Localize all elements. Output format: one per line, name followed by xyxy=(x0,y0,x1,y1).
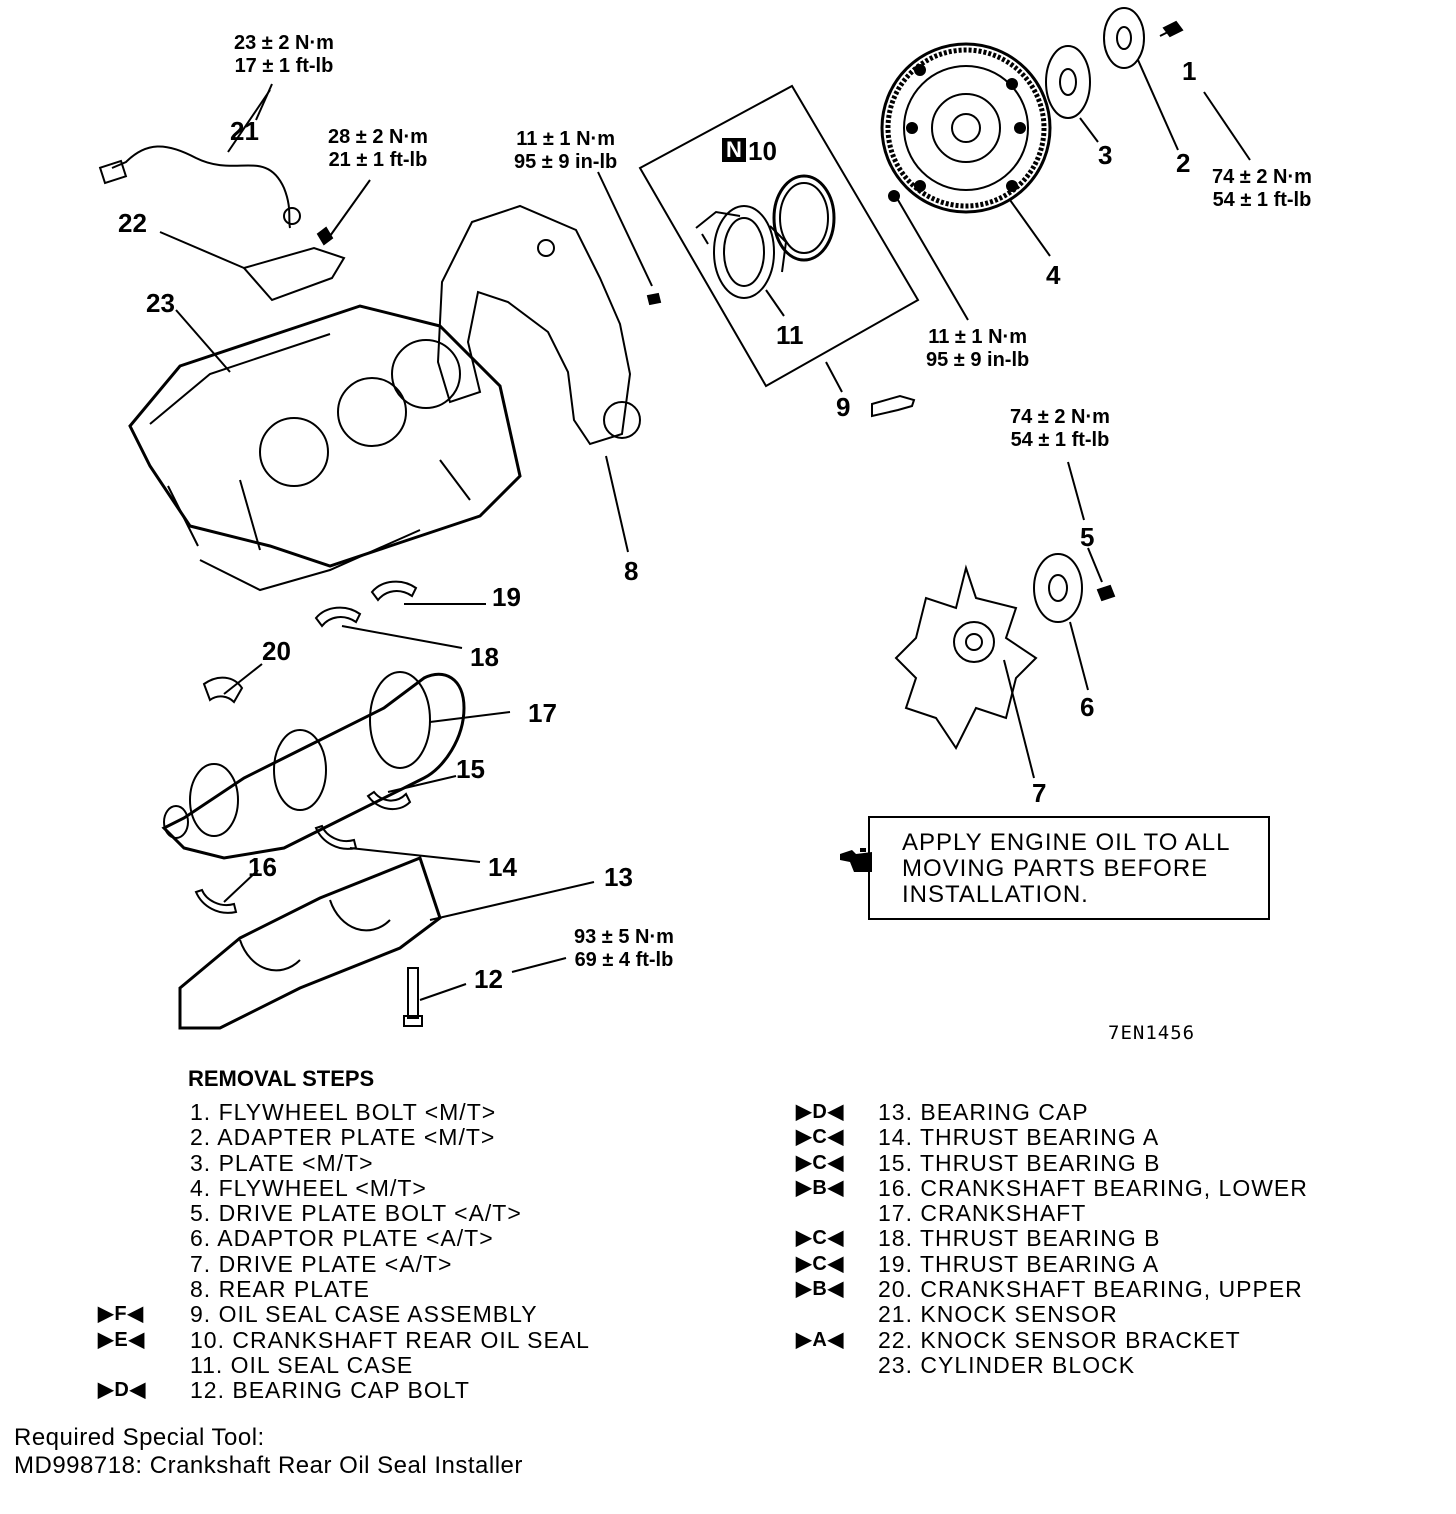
thrust-bearing-b-lower-part xyxy=(366,790,412,811)
callout-3: 3 xyxy=(1098,140,1113,170)
callout-7: 7 xyxy=(1032,778,1047,808)
removal-steps-left: 1. FLYWHEEL BOLT <M/T> 2. ADAPTER PLATE … xyxy=(98,1099,590,1404)
adapter-plate-part xyxy=(1103,7,1145,69)
callout-17: 17 xyxy=(528,698,557,728)
crankshaft-bearing-lower-part xyxy=(194,888,238,914)
step-item: 11. OIL SEAL CASE xyxy=(190,1351,414,1378)
step-item: ▶F◀9. OIL SEAL CASE ASSEMBLY xyxy=(98,1301,538,1328)
figure-code: 7EN1456 xyxy=(1108,1022,1196,1044)
step-item: 17. CRANKSHAFT xyxy=(878,1200,1087,1227)
callout-20: 20 xyxy=(262,636,291,666)
plate-part xyxy=(1045,45,1091,119)
note-box: APPLY ENGINE OIL TO ALL MOVING PARTS BEF… xyxy=(868,816,1270,920)
crankshaft-part xyxy=(161,671,466,860)
step-item: 5. DRIVE PLATE BOLT <A/T> xyxy=(190,1200,522,1227)
callout-5: 5 xyxy=(1080,522,1095,552)
oil-seal-case-assembly-box xyxy=(638,84,920,388)
removal-steps-right: ▶D◀13. BEARING CAP ▶C◀14. THRUST BEARING… xyxy=(796,1099,1308,1378)
oil-can-icon xyxy=(840,848,872,872)
callout-2: 2 xyxy=(1176,148,1191,178)
drive-plate-part xyxy=(894,564,1038,750)
step-item: ▶D◀13. BEARING CAP xyxy=(796,1099,1089,1125)
thrust-bearing-a-upper-part xyxy=(370,580,418,602)
step-item: 8. REAR PLATE xyxy=(190,1276,371,1303)
step-item: ▶B◀20. CRANKSHAFT BEARING, UPPER xyxy=(796,1276,1303,1303)
removal-steps-title: REMOVAL STEPS xyxy=(188,1066,375,1091)
step-item: ▶C◀19. THRUST BEARING A xyxy=(796,1250,1160,1277)
drive-plate-bolt-part xyxy=(1096,584,1116,602)
callout-9: 9 xyxy=(836,392,851,422)
callout-18: 18 xyxy=(470,642,499,672)
sealant-tube-icon xyxy=(871,394,916,418)
special-tool-label: Required Special Tool: xyxy=(14,1424,265,1451)
callout-1: 1 xyxy=(1182,56,1197,86)
step-item: 21. KNOCK SENSOR xyxy=(878,1301,1118,1328)
step-item: ▶D◀12. BEARING CAP BOLT xyxy=(98,1377,470,1404)
callout-19: 19 xyxy=(492,582,521,612)
knock-sensor-part xyxy=(111,145,291,229)
callout-23: 23 xyxy=(146,288,175,318)
callout-22: 22 xyxy=(118,208,147,238)
callout-10: 10 xyxy=(748,136,777,166)
callout-15: 15 xyxy=(456,754,485,784)
flywheel-bolt-part xyxy=(1162,20,1184,38)
crankshaft-rear-oil-seal-part xyxy=(772,174,836,262)
rear-plate-part xyxy=(436,204,632,446)
step-item: 23. CYLINDER BLOCK xyxy=(878,1351,1136,1378)
flywheel-part xyxy=(880,42,1052,214)
callout-13: 13 xyxy=(604,862,633,892)
adaptor-plate-part xyxy=(1033,553,1083,623)
callout-6: 6 xyxy=(1080,692,1095,722)
bearing-cap-bolt-part xyxy=(407,967,419,1019)
step-item: 1. FLYWHEEL BOLT <M/T> xyxy=(190,1099,497,1125)
cylinder-block-part xyxy=(128,304,522,592)
step-item: ▶E◀10. CRANKSHAFT REAR OIL SEAL xyxy=(98,1326,590,1353)
knock-sensor-bracket-part xyxy=(242,246,346,302)
step-item: ▶C◀15. THRUST BEARING B xyxy=(796,1149,1161,1176)
step-item: ▶C◀18. THRUST BEARING B xyxy=(796,1225,1161,1252)
callout-11: 11 xyxy=(776,320,804,350)
new-part-badge: N xyxy=(722,138,746,162)
callout-12: 12 xyxy=(474,964,503,994)
step-item: ▶C◀14. THRUST BEARING A xyxy=(796,1124,1160,1151)
step-item: 6. ADAPTOR PLATE <A/T> xyxy=(190,1225,494,1252)
thrust-bearing-a-lower-part xyxy=(314,824,358,850)
crankshaft-bearing-upper-part xyxy=(202,676,244,704)
thrust-bearing-b-upper-part xyxy=(314,606,362,628)
step-item: 7. DRIVE PLATE <A/T> xyxy=(190,1250,453,1277)
step-item: 2. ADAPTER PLATE <M/T> xyxy=(190,1124,496,1151)
callout-8: 8 xyxy=(624,556,639,586)
callout-16: 16 xyxy=(248,852,277,882)
note-text: APPLY ENGINE OIL TO ALL MOVING PARTS BEF… xyxy=(902,829,1231,908)
oil-seal-case-part xyxy=(695,205,788,299)
step-item: ▶A◀22. KNOCK SENSOR BRACKET xyxy=(796,1326,1241,1353)
callout-14: 14 xyxy=(488,852,517,882)
step-item: ▶B◀16. CRANKSHAFT BEARING, LOWER xyxy=(796,1174,1308,1201)
step-item: 3. PLATE <M/T> xyxy=(190,1149,374,1176)
step-item: 4. FLYWHEEL <M/T> xyxy=(190,1174,427,1201)
exploded-view-diagram xyxy=(98,7,1251,1030)
callout-21: 21 xyxy=(230,116,259,146)
bearing-cap-part xyxy=(178,856,442,1030)
special-tool-item: MD998718: Crankshaft Rear Oil Seal Insta… xyxy=(14,1452,523,1479)
callout-4: 4 xyxy=(1046,260,1061,290)
